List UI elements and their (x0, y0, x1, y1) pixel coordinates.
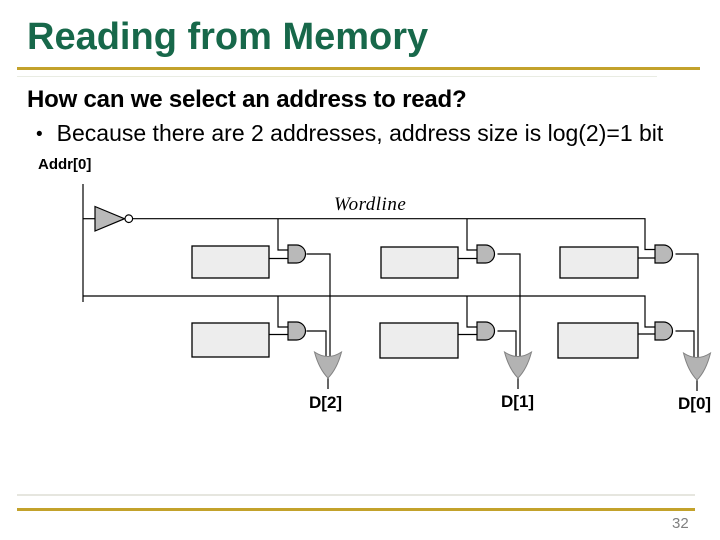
inverter-gate (94, 205, 127, 232)
wordline2-drop-col1 (466, 296, 477, 328)
and-gate-row1-col0 (654, 244, 674, 264)
title-underline-shadow (17, 76, 657, 77)
and-gate-row2-col2 (287, 321, 307, 341)
and-output-row2-col2 (306, 330, 327, 356)
and-output-row1-col0 (675, 253, 699, 358)
page-number: 32 (672, 515, 689, 532)
memory-cell-row2-col1 (379, 322, 459, 359)
question-text: How can we select an address to read? (27, 86, 467, 113)
bullet-item: • Because there are 2 addresses, address… (36, 120, 663, 150)
slide-title: Reading from Memory (27, 16, 429, 58)
output-label-d2: D[2] (309, 393, 343, 412)
title-underline (17, 67, 700, 70)
bullet-icon: • (36, 124, 43, 145)
and-gate-row1-col1 (476, 244, 496, 264)
and-output-row1-col2 (306, 253, 331, 356)
footer-accent-line (17, 508, 695, 511)
and-output-row2-col1 (497, 330, 517, 356)
and-gate-row2-col1 (476, 321, 496, 341)
and-output-row2-col0 (675, 330, 695, 358)
memory-cell-row1-col2 (191, 245, 270, 279)
memory-cell-row2-col2 (191, 322, 270, 358)
output-label-d1: D[1] (501, 392, 535, 411)
and-gate-row1-col2 (287, 244, 307, 264)
or-gate-d0 (682, 351, 712, 381)
memory-cell-row2-col0 (557, 322, 639, 359)
circuit-wires (82, 184, 699, 391)
footer-line (17, 494, 695, 496)
output-label-d0: D[0] (678, 394, 712, 413)
memory-cell-row1-col0 (559, 246, 639, 279)
wordline-1-wire (133, 218, 655, 251)
memory-cell-row1-col1 (380, 246, 459, 279)
wordline1-drop-col1 (466, 218, 477, 251)
and-output-row1-col1 (497, 253, 521, 356)
inverter-bubble (124, 214, 134, 224)
addr-label: Addr[0] (38, 156, 92, 173)
wordline-2-wire (83, 295, 655, 328)
bullet-text: Because there are 2 addresses, address s… (56, 120, 664, 146)
or-gate-d1 (503, 350, 533, 379)
wordline-label: Wordline (334, 194, 407, 215)
and-gate-row2-col0 (654, 321, 674, 341)
or-gate-d2 (313, 350, 343, 379)
wordline2-drop-col2 (277, 296, 288, 328)
wordline1-drop-col2 (277, 218, 288, 251)
